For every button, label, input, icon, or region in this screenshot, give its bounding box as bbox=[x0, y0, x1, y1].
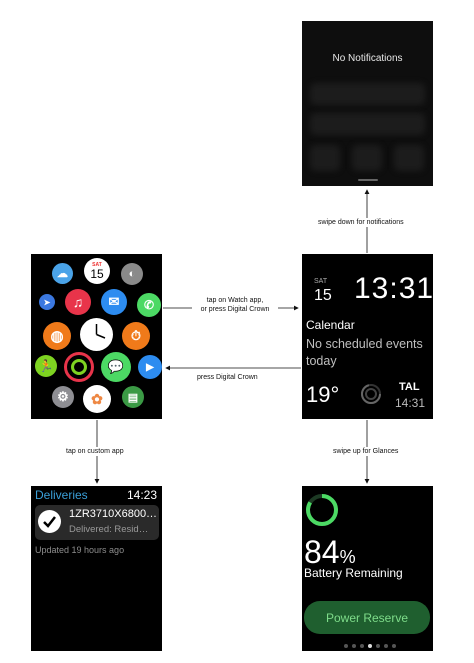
face-day: SAT bbox=[314, 278, 328, 285]
maps-icon[interactable]: ➤ bbox=[39, 294, 55, 310]
label-swipe-down: swipe down for notifications bbox=[318, 218, 404, 227]
label-swipe-up: swipe up for Glances bbox=[333, 447, 399, 456]
activity-inner-ring bbox=[71, 359, 87, 375]
photos-app-icon[interactable]: ✿ bbox=[83, 385, 111, 413]
page-dot bbox=[360, 644, 364, 648]
calendar-icon[interactable]: SAT 15 bbox=[84, 258, 110, 284]
activity-icon[interactable] bbox=[64, 352, 94, 382]
calendar-complication-title[interactable]: Calendar bbox=[306, 318, 355, 332]
watch-face-screen[interactable]: SAT 15 13:31 Calendar No scheduled event… bbox=[302, 254, 433, 419]
pull-handle[interactable] bbox=[358, 179, 378, 181]
page-dot bbox=[376, 644, 380, 648]
temperature-complication[interactable]: 19° bbox=[306, 382, 340, 407]
label-tap-watch-app: tap on Watch app, or press Digital Crown bbox=[192, 296, 278, 314]
no-notifications-text: No Notifications bbox=[332, 53, 403, 64]
timer-icon[interactable]: ⏱ bbox=[122, 322, 150, 350]
battery-glance-screen[interactable]: 84% Battery Remaining Power Reserve bbox=[302, 486, 433, 651]
app-title: Deliveries bbox=[35, 488, 88, 502]
activity-ring-icon[interactable] bbox=[360, 383, 382, 405]
face-date: 15 bbox=[314, 287, 332, 304]
deliveries-app-screen[interactable]: Deliveries 14:23 1ZR3710X6800… Delivered… bbox=[31, 486, 162, 651]
face-time: 13:31 bbox=[354, 272, 433, 305]
clock-icon[interactable] bbox=[80, 318, 113, 351]
power-reserve-button[interactable]: Power Reserve bbox=[304, 601, 430, 634]
home-screen[interactable]: ☁ SAT 15 ◐ ➤ ♫ ✉ ✆ ◍ ⏱ 🏃 💬 ▶ ⚙ ✿ ▤ bbox=[31, 254, 162, 419]
checkmark-glyph bbox=[43, 516, 56, 528]
notifications-screen[interactable]: No Notifications bbox=[302, 21, 433, 186]
checkmark-icon bbox=[38, 510, 61, 533]
workout-icon[interactable]: 🏃 bbox=[35, 355, 57, 377]
settings-icon[interactable]: ⚙ bbox=[52, 386, 74, 408]
battery-percent-value: 84 bbox=[304, 534, 340, 570]
passbook-icon[interactable]: ▤ bbox=[122, 386, 144, 408]
battery-ring-icon bbox=[306, 494, 338, 526]
delivery-list-item[interactable]: 1ZR3710X6800… Delivered: Resid… bbox=[35, 505, 159, 540]
page-indicator bbox=[344, 644, 396, 648]
page-dot bbox=[352, 644, 356, 648]
calendar-icon-date: 15 bbox=[90, 266, 104, 281]
blurred-icon-bg bbox=[394, 145, 424, 171]
battery-label: Battery Remaining bbox=[304, 566, 403, 580]
world-clock-icon[interactable]: ◍ bbox=[43, 322, 71, 350]
label-tap-line1: tap on Watch app, bbox=[206, 297, 264, 304]
status-time: 14:23 bbox=[127, 488, 158, 502]
label-tap-custom: tap on custom app bbox=[66, 447, 124, 456]
blurred-notification-bg bbox=[310, 83, 425, 105]
blurred-icon-bg bbox=[310, 145, 340, 171]
clock-hands bbox=[95, 324, 106, 339]
page-dot bbox=[368, 644, 372, 648]
delivery-status: Delivered: Resid… bbox=[69, 524, 149, 535]
label-tap-line2: or press Digital Crown bbox=[200, 306, 270, 313]
updated-text: Updated 19 hours ago bbox=[35, 545, 125, 555]
remote-icon[interactable]: ▶ bbox=[138, 355, 162, 379]
page-dot bbox=[344, 644, 348, 648]
photos-icon[interactable]: ◐ bbox=[121, 263, 143, 285]
label-press-crown: press Digital Crown bbox=[197, 374, 258, 381]
mail-icon[interactable]: ✉ bbox=[101, 289, 127, 315]
page-dot bbox=[392, 644, 396, 648]
world-clock-city[interactable]: TAL bbox=[399, 381, 420, 393]
world-clock-time: 14:31 bbox=[395, 396, 426, 410]
phone-icon[interactable]: ✆ bbox=[137, 293, 161, 317]
battery-percent: 84% bbox=[304, 534, 356, 571]
music-icon[interactable]: ♫ bbox=[65, 289, 91, 315]
blurred-icon-bg bbox=[352, 145, 382, 171]
blurred-notification-bg bbox=[310, 113, 425, 135]
calendar-icon-day: SAT bbox=[92, 261, 102, 268]
weather-icon[interactable]: ☁ bbox=[52, 263, 73, 284]
battery-percent-sign: % bbox=[339, 547, 356, 567]
tracking-number: 1ZR3710X6800… bbox=[69, 508, 158, 520]
messages-icon[interactable]: 💬 bbox=[101, 352, 131, 382]
page-dot bbox=[384, 644, 388, 648]
calendar-complication-event: No scheduled events today bbox=[306, 337, 423, 368]
